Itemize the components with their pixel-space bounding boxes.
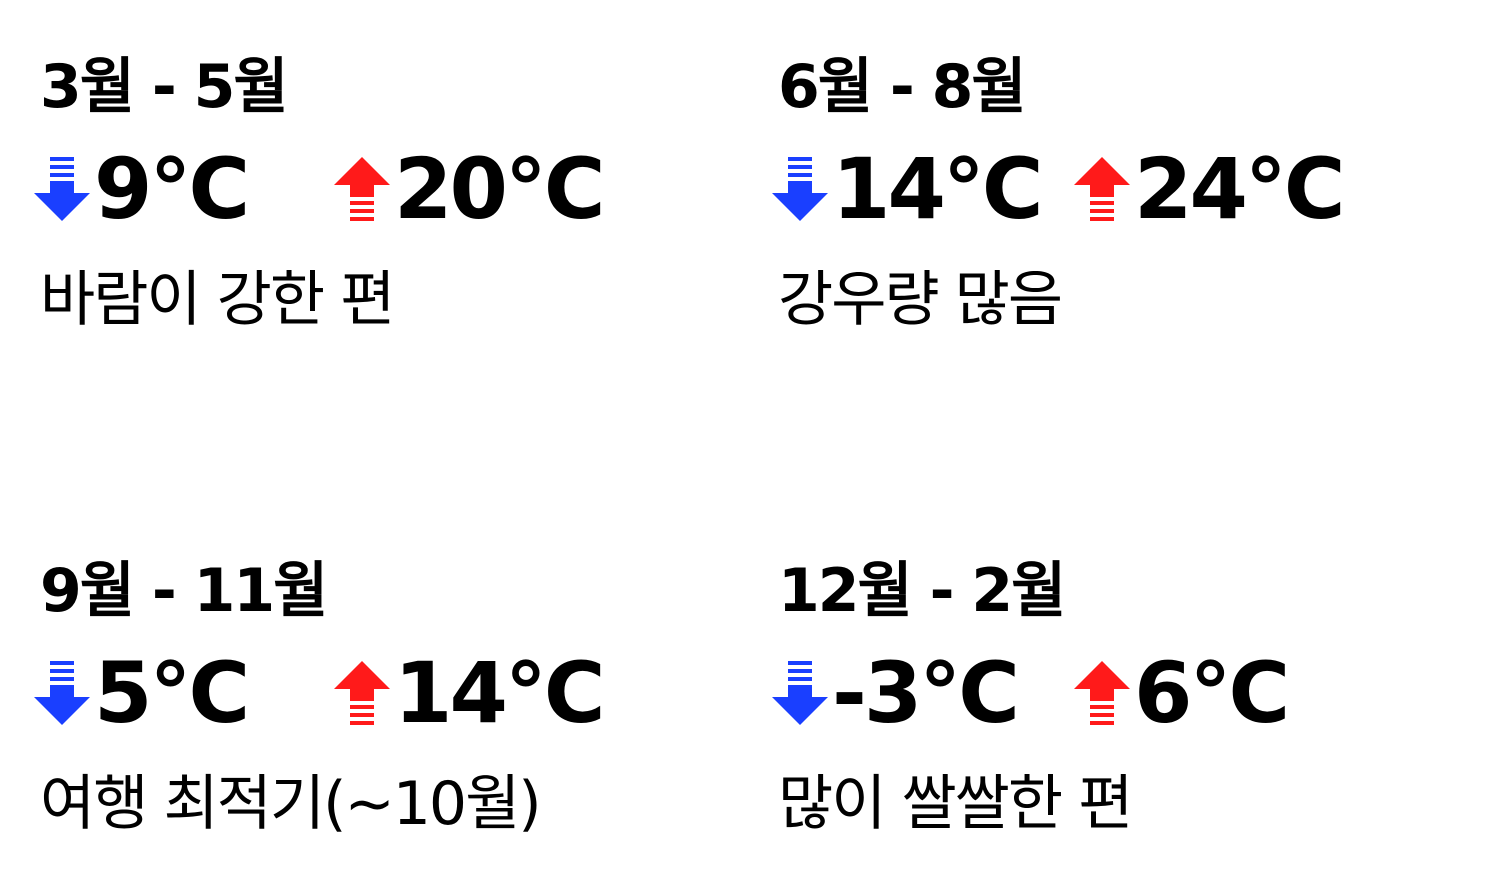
low-temperature-value: -3°C	[832, 644, 1020, 742]
season-period: 6월 - 8월	[778, 52, 1027, 122]
arrow-up-icon	[1072, 155, 1132, 223]
low-temperature: 14°C	[770, 140, 1044, 238]
season-note: 많이 쌀쌀한 편	[778, 769, 1133, 839]
high-temperature: 6°C	[1072, 644, 1290, 742]
season-card-summer: 6월 - 8월 14°C 24°C 강우량 많음	[772, 44, 1478, 344]
season-note: 바람이 강한 편	[40, 265, 395, 335]
high-temperature-value: 6°C	[1134, 644, 1290, 742]
low-temperature: 5°C	[32, 644, 250, 742]
season-period: 9월 - 11월	[40, 556, 328, 626]
low-temperature-value: 9°C	[94, 140, 250, 238]
season-period: 12월 - 2월	[778, 556, 1066, 626]
high-temperature-value: 20°C	[394, 140, 606, 238]
arrow-up-icon	[332, 155, 392, 223]
arrow-down-icon	[32, 155, 92, 223]
arrow-up-icon	[332, 659, 392, 727]
high-temperature: 14°C	[332, 644, 606, 742]
arrow-down-icon	[32, 659, 92, 727]
low-temperature: -3°C	[770, 644, 1020, 742]
season-card-autumn: 9월 - 11월 5°C 14°C 여행 최적기(~10월)	[34, 548, 740, 848]
arrow-down-icon	[770, 155, 830, 223]
high-temperature-value: 24°C	[1134, 140, 1346, 238]
low-temperature-value: 5°C	[94, 644, 250, 742]
season-card-winter: 12월 - 2월 -3°C 6°C 많이 쌀쌀한 편	[772, 548, 1478, 848]
arrow-up-icon	[1072, 659, 1132, 727]
season-note: 여행 최적기(~10월)	[40, 769, 542, 839]
low-temperature: 9°C	[32, 140, 250, 238]
high-temperature-value: 14°C	[394, 644, 606, 742]
season-note: 강우량 많음	[778, 265, 1063, 335]
high-temperature: 24°C	[1072, 140, 1346, 238]
season-period: 3월 - 5월	[40, 52, 289, 122]
arrow-down-icon	[770, 659, 830, 727]
high-temperature: 20°C	[332, 140, 606, 238]
season-card-spring: 3월 - 5월 9°C 20°C 바람이 강한 편	[34, 44, 740, 344]
low-temperature-value: 14°C	[832, 140, 1044, 238]
